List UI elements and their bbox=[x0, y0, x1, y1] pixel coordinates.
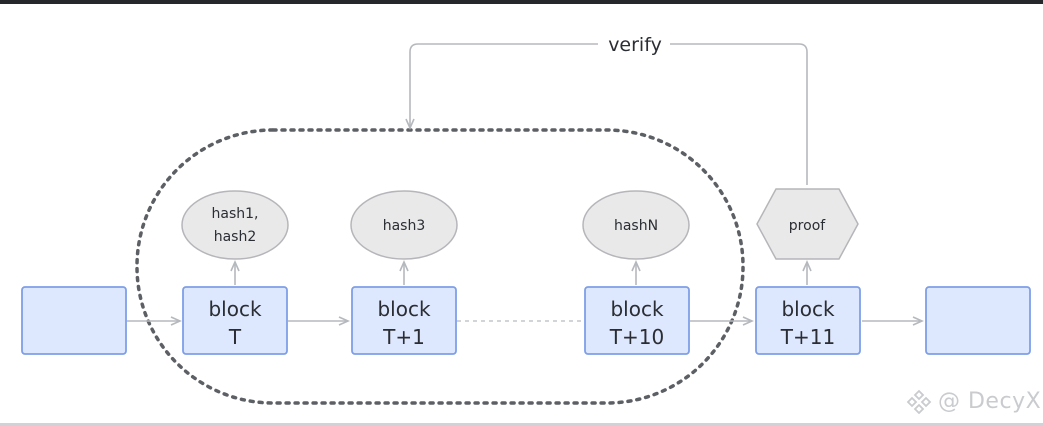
hash-node-t: hash1, hash2 bbox=[181, 190, 289, 260]
hash-label-line1: hash3 bbox=[383, 218, 426, 234]
dotted-group-outline bbox=[135, 128, 745, 405]
hash-node-t10: hashN bbox=[582, 190, 690, 260]
block-t1: block T+1 bbox=[351, 286, 457, 355]
block-label-line1: block bbox=[377, 297, 430, 321]
block-label-line1: block bbox=[208, 297, 261, 321]
watermark: @ DecyX bbox=[906, 386, 1041, 416]
block-t11: block T+11 bbox=[755, 286, 861, 355]
proof-label: proof bbox=[789, 218, 826, 234]
top-window-bar bbox=[0, 0, 1043, 4]
block-label-line2: T+1 bbox=[382, 325, 425, 349]
watermark-logo-icon bbox=[906, 389, 932, 414]
block-t: block T bbox=[182, 286, 288, 355]
block-label-line2: T+11 bbox=[780, 325, 835, 349]
verify-label: verify bbox=[608, 34, 662, 56]
bottom-window-bar bbox=[0, 423, 1043, 426]
watermark-text: @ DecyX bbox=[938, 388, 1042, 414]
block-end bbox=[925, 286, 1031, 355]
hash-label-line1: hashN bbox=[614, 218, 658, 234]
hash-node-t1: hash3 bbox=[350, 190, 458, 260]
block-label-line1: block bbox=[781, 297, 834, 321]
block-label-line2: T bbox=[228, 325, 242, 349]
hash-label-line1: hash1, bbox=[212, 206, 259, 222]
block-start bbox=[21, 286, 127, 355]
block-label-line2: T+10 bbox=[609, 325, 664, 349]
hash-label-line2: hash2 bbox=[214, 229, 257, 245]
block-t10: block T+10 bbox=[584, 286, 690, 355]
block-label-line1: block bbox=[610, 297, 663, 321]
verify-arrow bbox=[410, 43, 808, 185]
proof-node: proof bbox=[756, 188, 859, 260]
